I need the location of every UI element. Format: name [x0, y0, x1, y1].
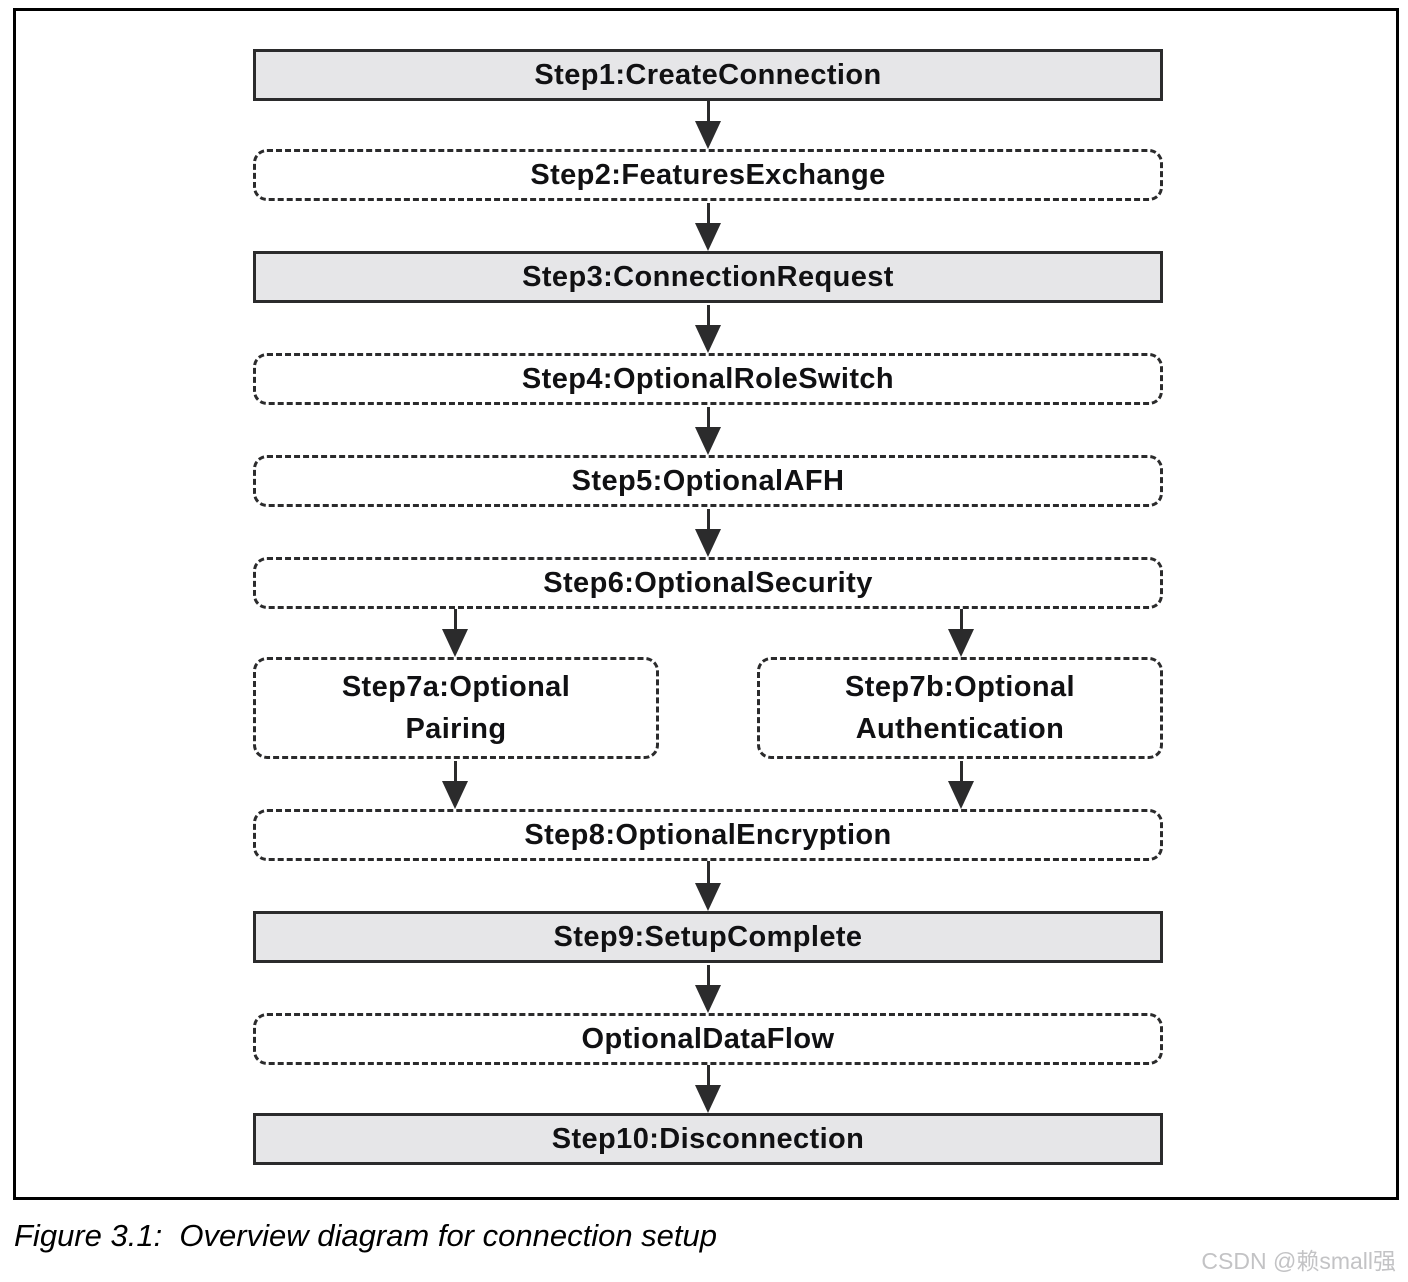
- flow-node-step3: Step3:ConnectionRequest: [253, 251, 1163, 303]
- arrow-stem: [706, 203, 710, 227]
- arrow-stem: [706, 407, 710, 431]
- arrow-head-icon: [695, 121, 721, 149]
- arrow-head-icon: [948, 629, 974, 657]
- flow-node-step2-label: Step2:FeaturesExchange: [530, 159, 886, 191]
- arrow-head-icon: [695, 1085, 721, 1113]
- flow-node-step4-label: Step4:OptionalRoleSwitch: [521, 363, 895, 395]
- flow-node-step8: Step8:OptionalEncryption: [253, 809, 1163, 861]
- flow-node-step2: Step2:FeaturesExchange: [253, 149, 1163, 201]
- flow-node-step10: Step10:Disconnection: [253, 1113, 1163, 1165]
- flow-node-step7a-label: Step7a:Optional Pairing: [341, 671, 571, 745]
- flow-node-step6: Step6:OptionalSecurity: [253, 557, 1163, 609]
- arrow-stem: [706, 861, 710, 887]
- arrow-head-icon: [948, 781, 974, 809]
- figure-caption: Figure 3.1: Overview diagram for connect…: [14, 1218, 718, 1253]
- watermark-text: CSDN @赖small强: [1201, 1248, 1396, 1274]
- arrow-stem: [453, 761, 457, 785]
- flow-node-step5-label: Step5:OptionalAFH: [571, 465, 845, 497]
- arrow-stem: [706, 101, 710, 125]
- arrow-head-icon: [442, 629, 468, 657]
- flow-node-step7b-label: Step7b:Optional Authentication: [845, 671, 1075, 745]
- flow-node-step6-label: Step6:OptionalSecurity: [543, 567, 873, 599]
- flow-node-step1-label: Step1:CreateConnection: [534, 59, 882, 91]
- flow-node-step4: Step4:OptionalRoleSwitch: [253, 353, 1163, 405]
- flow-node-step7b: Step7b:Optional Authentication: [757, 657, 1163, 759]
- flow-node-step1: Step1:CreateConnection: [253, 49, 1163, 101]
- flow-node-step5: Step5:OptionalAFH: [253, 455, 1163, 507]
- flow-node-step3-label: Step3:ConnectionRequest: [522, 261, 894, 293]
- arrow-stem: [453, 609, 457, 633]
- arrow-head-icon: [695, 985, 721, 1013]
- arrow-head-icon: [695, 883, 721, 911]
- arrow-head-icon: [695, 325, 721, 353]
- figure-frame: Step1:CreateConnection Step2:FeaturesExc…: [13, 8, 1399, 1200]
- arrow-stem: [706, 965, 710, 989]
- flow-node-dataflow-label: OptionalDataFlow: [581, 1023, 835, 1055]
- arrow-stem: [959, 761, 963, 785]
- arrow-head-icon: [695, 223, 721, 251]
- flow-node-step9-label: Step9:SetupComplete: [553, 921, 863, 953]
- flow-node-dataflow: OptionalDataFlow: [253, 1013, 1163, 1065]
- flow-node-step8-label: Step8:OptionalEncryption: [524, 819, 892, 851]
- flow-node-step9: Step9:SetupComplete: [253, 911, 1163, 963]
- flow-node-step7a: Step7a:Optional Pairing: [253, 657, 659, 759]
- arrow-stem: [706, 305, 710, 329]
- arrow-head-icon: [442, 781, 468, 809]
- arrow-head-icon: [695, 427, 721, 455]
- arrow-head-icon: [695, 529, 721, 557]
- arrow-stem: [706, 1065, 710, 1089]
- arrow-stem: [959, 609, 963, 633]
- flow-node-step10-label: Step10:Disconnection: [551, 1123, 865, 1155]
- arrow-stem: [706, 509, 710, 533]
